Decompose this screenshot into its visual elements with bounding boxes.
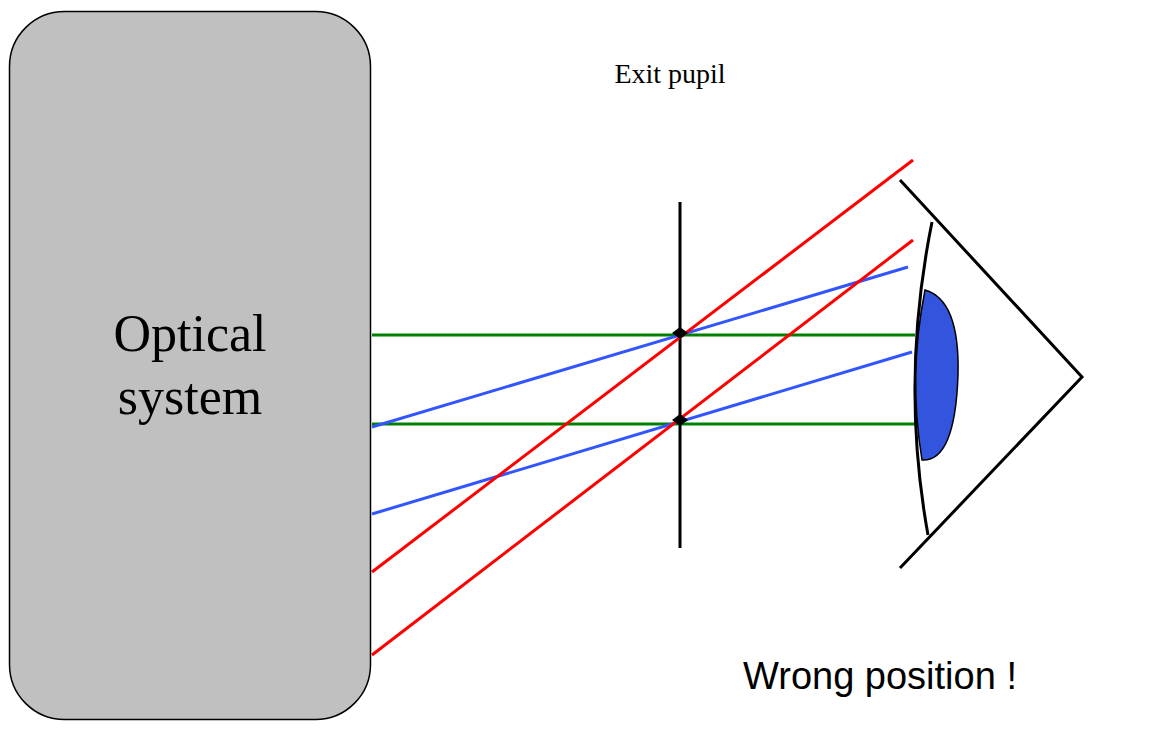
red-ray xyxy=(372,240,913,655)
pupil-stop xyxy=(679,202,682,548)
box-outline xyxy=(8,10,372,721)
blue-ray xyxy=(372,267,908,427)
green-ray xyxy=(372,423,915,426)
pupil-label: Exit pupil xyxy=(614,58,725,90)
eye-lens xyxy=(916,290,958,460)
pupil-marker xyxy=(672,327,688,339)
green-ray xyxy=(372,334,915,337)
box-title: Optical system xyxy=(90,303,290,428)
pupil-marker xyxy=(672,414,688,426)
box-rect xyxy=(10,12,371,720)
eye-outline xyxy=(900,180,1082,568)
blue-ray xyxy=(372,352,912,514)
red-ray xyxy=(372,160,913,572)
warning-label: Wrong position ! xyxy=(743,655,1017,698)
system-box: Optical system xyxy=(8,10,372,721)
